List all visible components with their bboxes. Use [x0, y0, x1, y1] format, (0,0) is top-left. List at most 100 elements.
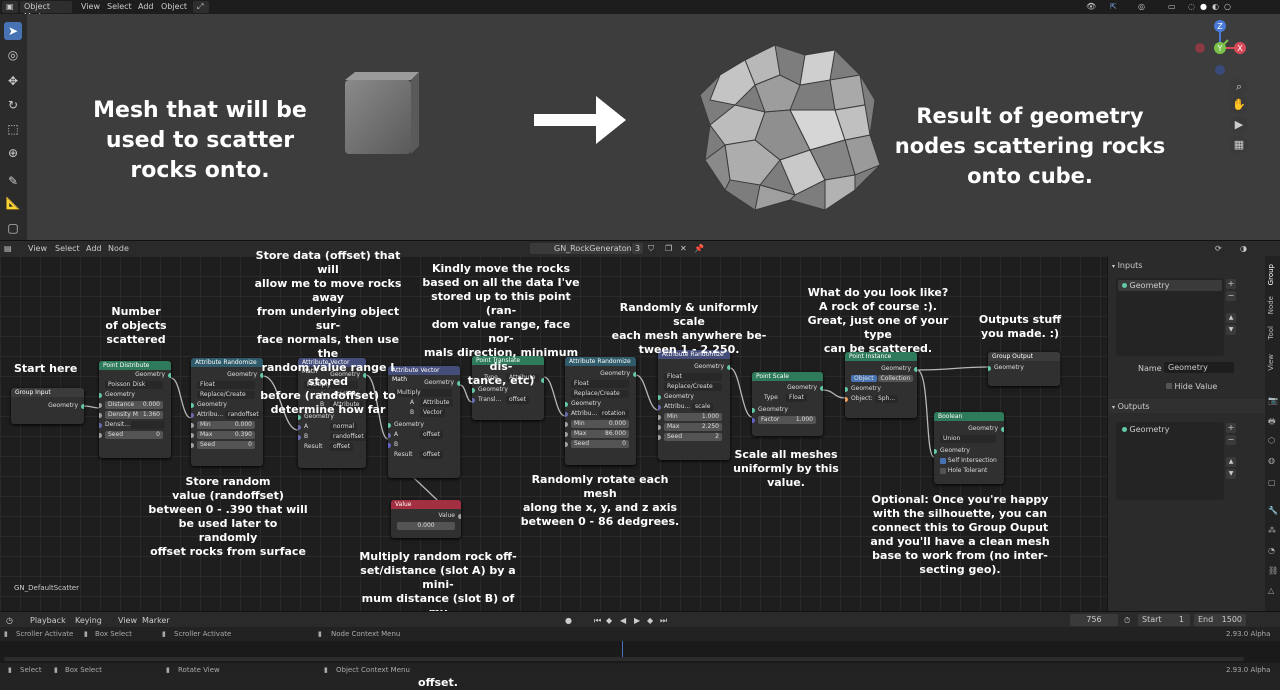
b-value-field[interactable]: randoffset: [330, 433, 366, 441]
node-canvas[interactable]: [0, 256, 1107, 611]
type-dropdown[interactable]: Float: [664, 373, 722, 381]
object-tab[interactable]: Object: [851, 375, 877, 382]
navigation-gizmo[interactable]: Z Y X: [1190, 20, 1250, 80]
output-socket[interactable]: [363, 373, 366, 378]
node-group-output[interactable]: Group Output Geometry: [988, 352, 1060, 386]
input-socket[interactable]: [472, 388, 475, 393]
grid-view-icon[interactable]: ▦: [1230, 136, 1248, 154]
current-frame-field[interactable]: 756: [1070, 614, 1118, 626]
value-field[interactable]: 0.000: [397, 522, 455, 530]
viewport-3d[interactable]: [0, 14, 1280, 240]
constraints-icon[interactable]: ⛓: [1268, 566, 1279, 575]
world-icon[interactable]: ◍: [1268, 456, 1275, 465]
input-socket[interactable]: [752, 418, 755, 423]
input-socket[interactable]: [845, 387, 848, 392]
node-menu-select[interactable]: Select: [55, 244, 80, 253]
cursor-tool-icon[interactable]: ◎: [7, 48, 19, 62]
object-field[interactable]: Sph...: [875, 395, 899, 403]
inputs-panel-header[interactable]: ▾ Inputs: [1112, 261, 1143, 270]
node-menu-node[interactable]: Node: [108, 244, 129, 253]
node-value[interactable]: Value Value 0.000: [391, 500, 461, 538]
list-item-geometry[interactable]: Geometry: [1118, 280, 1222, 291]
translation-field[interactable]: offset: [506, 396, 529, 404]
move-up-button[interactable]: ▲: [1226, 457, 1236, 467]
a-type-dropdown[interactable]: Attribute: [330, 391, 363, 399]
node-attribute-randomize-1[interactable]: Attribute Randomize Geometry Float Repla…: [191, 358, 263, 466]
menu-object[interactable]: Object: [161, 2, 188, 11]
result-field[interactable]: offset: [420, 451, 443, 459]
remove-output-button[interactable]: −: [1226, 435, 1236, 445]
camera-icon[interactable]: ▶: [1230, 116, 1248, 134]
menu-select[interactable]: Select: [107, 2, 132, 11]
result-field[interactable]: offset: [330, 443, 353, 451]
node-attribute-randomize-2[interactable]: Attribute Randomize Geometry Float Repla…: [565, 357, 636, 465]
b-type-dropdown[interactable]: Vector: [420, 409, 446, 417]
rotate-tool-icon[interactable]: ↻: [7, 98, 19, 112]
mode-dropdown[interactable]: Replace/Create: [571, 390, 629, 398]
move-down-button[interactable]: ▼: [1226, 469, 1236, 479]
object-icon[interactable]: ▢: [1268, 478, 1276, 487]
input-socket[interactable]: [191, 433, 194, 438]
node-attribute-vector-math-1[interactable]: Attribute Vector Math Geometry Multiply …: [298, 358, 366, 468]
input-socket[interactable]: [298, 435, 301, 440]
node-boolean[interactable]: Boolean Geometry Union Geometry Self Int…: [934, 412, 1004, 484]
users-count[interactable]: 3: [632, 243, 644, 254]
input-socket[interactable]: [988, 366, 991, 371]
overlay-node-icon[interactable]: ◑: [1240, 244, 1247, 253]
type-dropdown[interactable]: Attribute: [506, 374, 539, 382]
input-socket[interactable]: [934, 449, 937, 454]
output-socket[interactable]: [633, 372, 636, 377]
data-icon[interactable]: △: [1268, 586, 1275, 595]
hide-value-checkbox[interactable]: Hide Value: [1166, 382, 1217, 391]
tab-node[interactable]: Node: [1267, 296, 1275, 315]
attribute-field[interactable]: rotation: [599, 410, 629, 418]
input-socket[interactable]: [565, 402, 568, 407]
pan-hand-icon[interactable]: ✋: [1230, 96, 1248, 114]
mode-dropdown[interactable]: Replace/Create: [664, 383, 722, 391]
modifier-wrench-icon[interactable]: 🔧: [1268, 506, 1278, 515]
pin-icon[interactable]: 📌: [694, 244, 704, 253]
scale-tool-icon[interactable]: ⬚: [7, 122, 19, 136]
input-socket[interactable]: [565, 432, 568, 437]
output-socket[interactable]: [727, 365, 730, 370]
input-socket[interactable]: [191, 423, 194, 428]
input-socket[interactable]: [565, 412, 568, 417]
shading-wire-icon[interactable]: ◌: [1188, 2, 1195, 11]
type-dropdown[interactable]: Float: [786, 394, 807, 402]
input-socket[interactable]: [298, 425, 301, 430]
zoom-icon[interactable]: ⌕: [1230, 78, 1248, 96]
render-icon[interactable]: 📷: [1268, 396, 1278, 405]
input-socket[interactable]: [191, 403, 194, 408]
input-socket[interactable]: [658, 435, 661, 440]
input-socket[interactable]: [99, 423, 102, 428]
snap-icon[interactable]: ⟳: [1215, 244, 1222, 253]
output-socket[interactable]: [914, 367, 917, 372]
output-socket[interactable]: [260, 373, 263, 378]
tab-tool[interactable]: Tool: [1267, 326, 1275, 340]
new-tree-icon[interactable]: ❐: [665, 244, 673, 253]
outputs-panel-header[interactable]: ▾ Outputs: [1108, 399, 1266, 413]
self-intersection-checkbox[interactable]: [940, 457, 946, 464]
node-point-distribute[interactable]: Point Distribute Geometry Poisson Disk G…: [99, 361, 171, 458]
next-key-icon[interactable]: ◆: [647, 616, 654, 625]
input-socket[interactable]: [388, 443, 391, 448]
tab-group[interactable]: Group: [1267, 264, 1275, 286]
menu-keying[interactable]: Keying: [75, 616, 102, 625]
timeline-track[interactable]: [0, 641, 1280, 663]
input-socket[interactable]: [658, 425, 661, 430]
method-dropdown[interactable]: Poisson Disk: [105, 381, 163, 389]
tab-view[interactable]: View: [1267, 354, 1275, 371]
output-socket[interactable]: [820, 386, 823, 391]
output-icon[interactable]: 🖶: [1268, 417, 1276, 426]
